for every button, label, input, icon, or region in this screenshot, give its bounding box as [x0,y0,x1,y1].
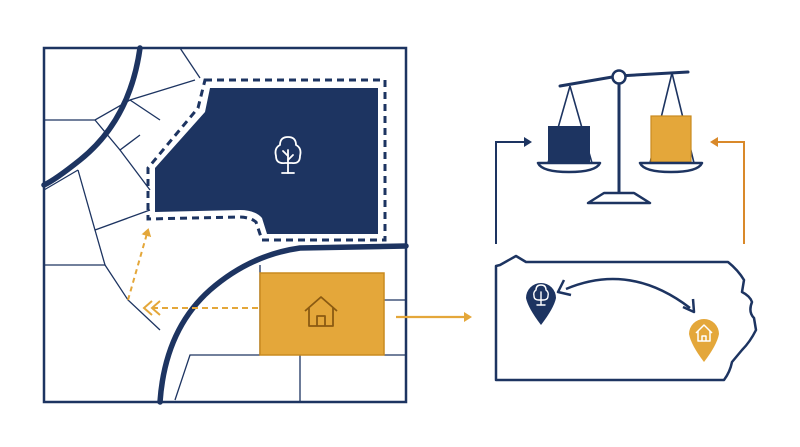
pin-developed [689,319,719,362]
scale-pivot [611,69,627,85]
scale-left-weight [548,126,590,162]
curved-double-arrow-head-end [682,298,696,314]
parcel-boundaries [43,47,406,402]
state-outline [494,254,758,382]
road-north-west [41,45,143,188]
conserved-parcel-dashed-boundary [146,78,387,242]
scale-icon [536,69,704,205]
house-icon [304,296,338,327]
map-frame [42,46,408,404]
curved-double-arrow-head-start [556,279,572,297]
tree-icon [533,284,549,306]
road-south-east [157,243,409,405]
curved-double-arrow [565,277,691,309]
house-icon [695,324,713,342]
conserved-parcel [155,88,378,234]
tree-icon [274,136,302,174]
elbow-arrow-right [710,137,745,244]
elbow-arrow-left [495,137,532,244]
pin-conserved [526,283,556,325]
parcel-map [41,45,409,405]
developed-parcel [259,272,385,356]
scale-right-pan [638,161,704,174]
scale-left-pan [536,161,602,174]
dashed-arrow-west-head [142,300,161,316]
state-map [494,254,758,382]
scale-right-weight [650,115,692,163]
dashed-arrow-north [127,228,152,301]
scale-base [586,191,652,205]
